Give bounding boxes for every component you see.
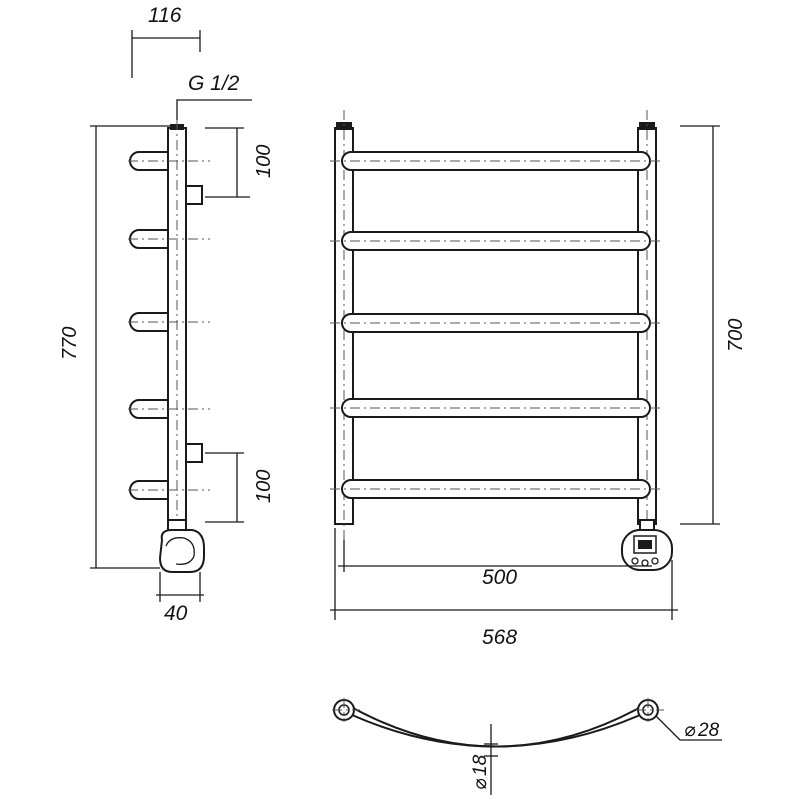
dim-label-dia-18-symbol: ⌀ xyxy=(470,778,491,790)
section-view: ⌀ 28 ⌀ 18 xyxy=(332,698,722,795)
side-wall-bracket-bottom xyxy=(185,443,203,463)
dim-label-700: 700 xyxy=(725,319,747,352)
thread-leader xyxy=(176,99,252,120)
side-view: 116 G 1/2 770 100 100 xyxy=(59,4,275,625)
side-heater-body xyxy=(158,529,205,573)
thread-label: G 1/2 xyxy=(188,72,240,95)
dim-label-40: 40 xyxy=(164,602,188,625)
dim-label-dia-28: 28 xyxy=(697,720,720,741)
dim-label-100-top: 100 xyxy=(253,145,275,178)
controller-button xyxy=(631,557,639,565)
controller-display-screen xyxy=(638,540,652,549)
dim-label-dia-18: 18 xyxy=(470,754,491,776)
front-view: 700 500 568 xyxy=(330,110,747,649)
dim-label-116: 116 xyxy=(148,4,182,27)
section-arc-outer xyxy=(343,702,649,748)
front-rungs xyxy=(330,151,662,499)
side-wall-bracket-top xyxy=(185,185,203,205)
controller-button xyxy=(651,557,659,565)
dim-label-500: 500 xyxy=(482,566,517,589)
dim-label-770: 770 xyxy=(59,327,81,360)
section-arc-inner xyxy=(351,714,641,748)
dim-label-568: 568 xyxy=(482,626,517,649)
dim-label-100-bottom: 100 xyxy=(253,470,275,503)
side-heater-contour xyxy=(165,537,195,565)
dim-label-dia-28-symbol: ⌀ xyxy=(684,720,696,741)
leader-dia-28 xyxy=(655,715,722,741)
side-rung-stubs xyxy=(128,151,210,500)
